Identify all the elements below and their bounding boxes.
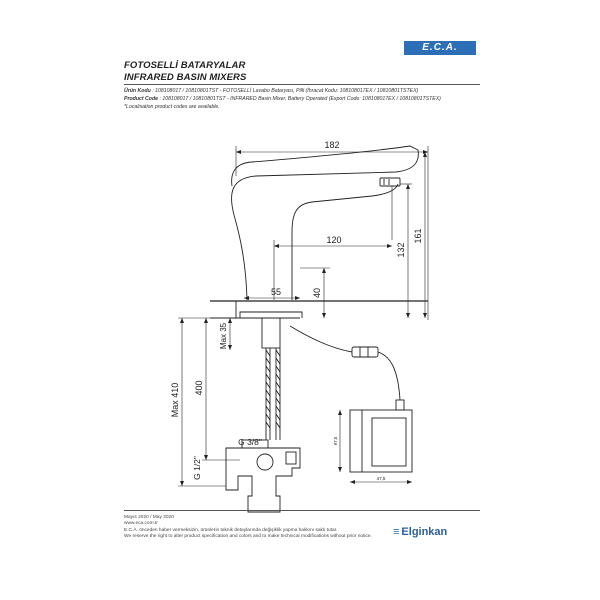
thread-3-8: G 3/8" (238, 437, 262, 447)
faucet-body (231, 145, 419, 301)
dim-132: 132 (396, 242, 406, 257)
dim-161: 161 (413, 228, 423, 243)
product-code-tr: Ürün Kodu : 108108017 / 10810801TST - FO… (124, 88, 418, 94)
dim-max-410: Max 410 (170, 383, 180, 418)
sensor-window (379, 177, 401, 187)
footer-disclaimer-tr: E.C.A. önceden haber vermeksizin, ürünle… (124, 528, 338, 533)
elginkan-logo-text: Elginkan (401, 526, 448, 538)
thread-1-2: G 1/2" (192, 456, 202, 480)
dim-box-width: 47,5 (377, 476, 386, 481)
mounting-shank (261, 317, 281, 349)
elginkan-logo: ≡Elginkan (393, 526, 447, 538)
footer-date: Mayıs 2020 / May 2020 (124, 515, 174, 520)
dim-400: 400 (194, 380, 204, 395)
dim-182: 182 (324, 140, 339, 150)
title-tr: FOTOSELLİ BATARYALAR (124, 60, 246, 71)
elginkan-mark-icon: ≡ (393, 526, 400, 538)
dim-box-height: 97,5 (333, 436, 338, 445)
product-code-en-value: : 108108017 / 10810801TST - INFRARED Bas… (159, 96, 441, 102)
sensor-cable (289, 325, 353, 353)
product-code-en: Product Code : 108108017 / 10810801TST -… (124, 96, 441, 102)
eca-logo: E.C.A. (404, 41, 476, 55)
footer-divider (124, 510, 480, 511)
product-code-tr-value: : 108108017 / 10810801TST - FOTOSELLİ La… (152, 88, 419, 94)
dim-40: 40 (312, 288, 322, 298)
localisation-note: *Localisation product codes are availabl… (124, 104, 220, 110)
header-divider (124, 84, 480, 85)
control-box (349, 409, 413, 473)
product-code-tr-label: Ürün Kodu (124, 88, 151, 94)
dim-55: 55 (271, 287, 281, 297)
mixing-valve (225, 447, 301, 513)
braided-hose (265, 349, 281, 429)
eca-logo-text: E.C.A. (422, 42, 458, 53)
dim-120: 120 (326, 235, 341, 245)
dim-max-35: Max 35 (219, 322, 228, 349)
title-en: INFRARED BASIN MIXERS (124, 72, 247, 83)
cable-connector (351, 346, 379, 358)
faucet-spout-underside (291, 183, 399, 300)
footer-disclaimer-en: We reserve the right to alter product sp… (124, 534, 372, 539)
product-code-en-label: Product Code (124, 96, 159, 102)
footer-website: www.eca.com.tr (124, 521, 158, 526)
